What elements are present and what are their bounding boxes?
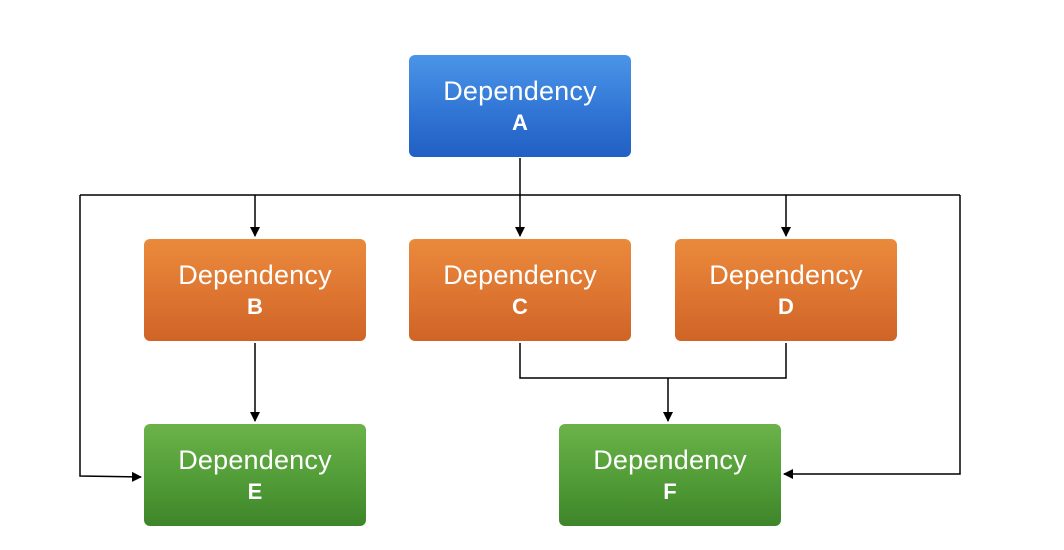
edge-a-to-e [79,195,142,482]
edge-a-to-f [783,195,961,479]
edge-c-d-merge [519,343,787,379]
node-c-letter: C [512,293,528,319]
node-e-label: Dependency [178,444,332,475]
node-a-letter: A [512,109,528,135]
node-dependency-f: Dependency F [559,424,781,526]
node-f-label: Dependency [593,444,747,475]
node-c-label: Dependency [443,259,597,290]
node-dependency-e: Dependency E [144,424,366,526]
node-dependency-b: Dependency B [144,239,366,341]
node-d-letter: D [778,293,794,319]
node-dependency-d: Dependency D [675,239,897,341]
node-dependency-c: Dependency C [409,239,631,341]
node-f-letter: F [663,478,677,504]
node-dependency-a: Dependency A [409,55,631,157]
node-e-letter: E [247,478,263,504]
node-b-label: Dependency [178,259,332,290]
node-d-label: Dependency [709,259,863,290]
node-a-label: Dependency [443,75,597,106]
node-b-letter: B [247,293,263,319]
